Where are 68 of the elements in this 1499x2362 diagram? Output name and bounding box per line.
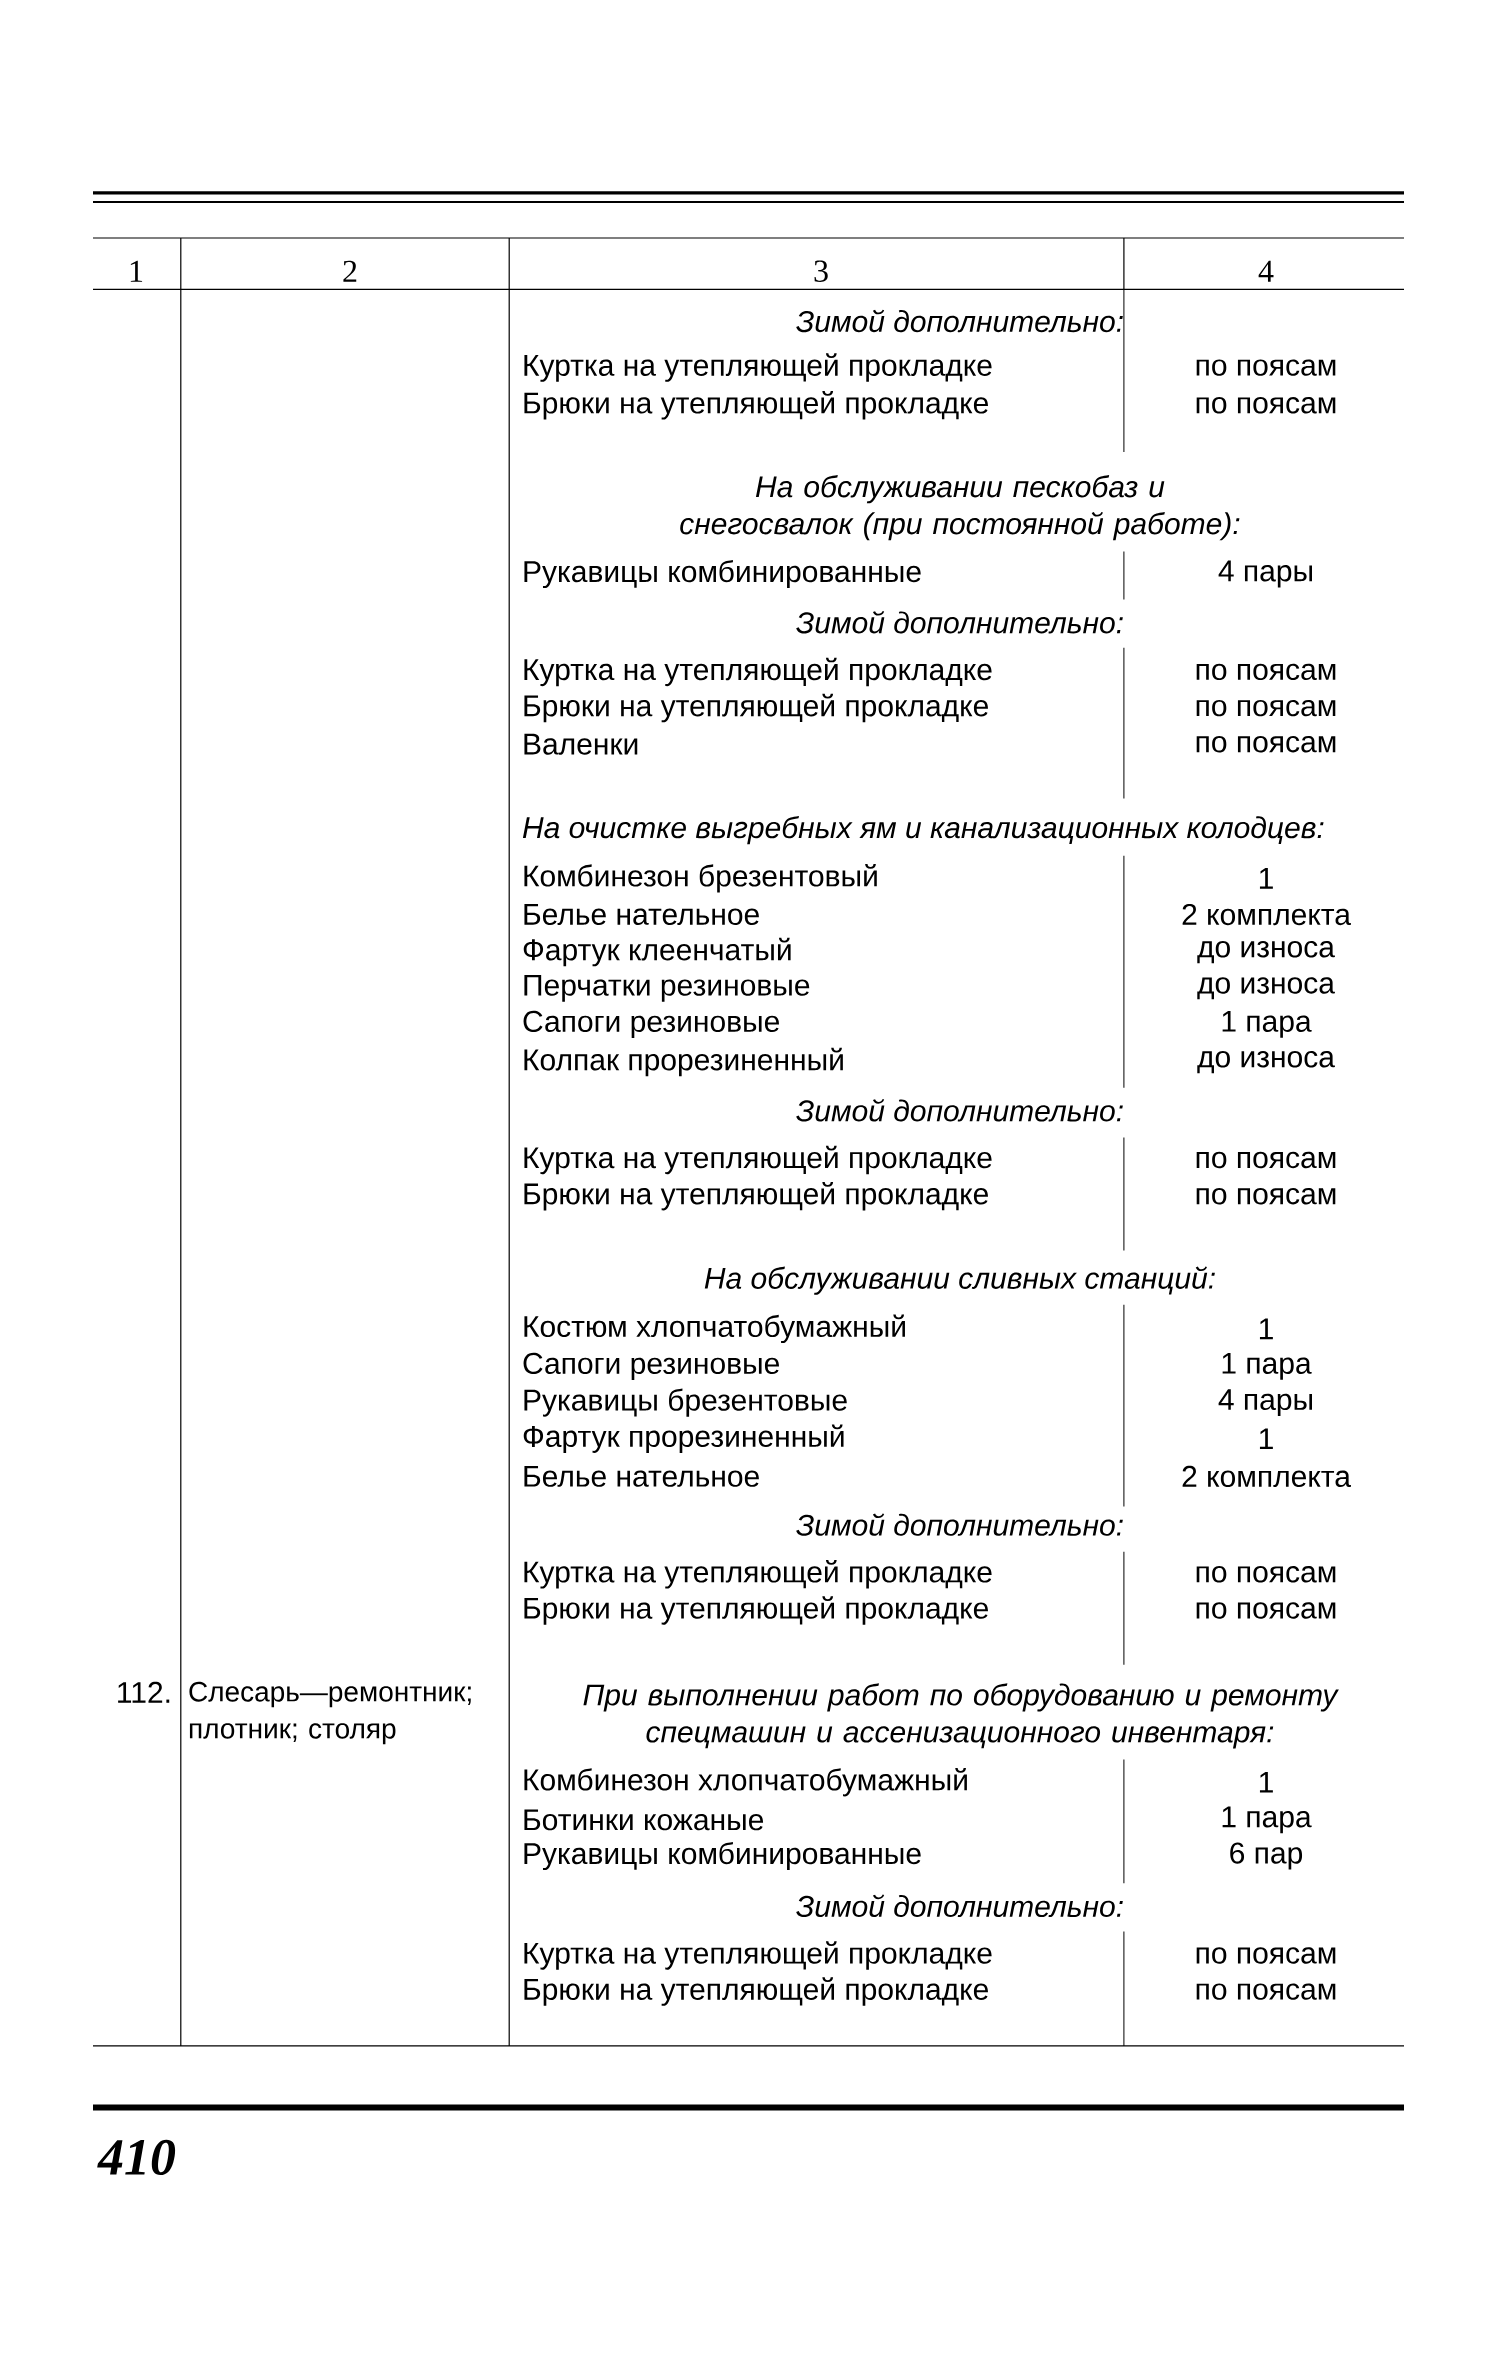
item-quantity: по поясам [1196,1566,1336,1583]
item-quantity: 6 пар [1230,1842,1303,1870]
item-name: Куртка на утепляющей прокладке [524,1560,992,1589]
item-name: Белье нательное [524,904,759,925]
item-name: Фартук клеенчатый [523,937,791,967]
item-name: Костюм хлопчатобумажный [524,1314,905,1344]
column-number: 3 [814,260,828,282]
item-quantity: 2 комплекта [1182,1465,1351,1488]
item-name: Куртка на утепляющей прокладке [524,1941,992,1970]
item-name: Брюки на утепляющей прокладке [524,391,988,420]
item-name: Брюки на утепляющей прокладке [524,1596,988,1625]
item-quantity: до износа [1197,977,1335,1000]
row-number: 112. [118,1681,170,1703]
item-name: Рукавицы комбинированные [524,1841,921,1871]
item-name: Брюки на утепляющей прокладке [524,1977,988,2006]
column-number: 4 [1258,260,1274,282]
section-heading: Зимой дополнительно: [796,309,1123,333]
item-name: Фартук прорезиненный [523,1424,844,1453]
item-quantity: 4 пары [1218,560,1312,588]
item-quantity: по поясам [1196,1947,1336,1964]
item-quantity: 1 [1259,1771,1273,1793]
section-heading: Зимой дополнительно: [796,1099,1123,1122]
item-quantity: 2 комплекта [1182,903,1351,926]
item-quantity: 1 [1259,1318,1273,1340]
item-quantity: до износа [1197,1051,1335,1074]
item-quantity: 1 пара [1222,1353,1312,1380]
section-heading: На обслуживании сливных станций: [704,1266,1215,1295]
item-quantity: по поясам [1196,736,1336,753]
item-name: Сапоги резиновые [523,1010,779,1038]
item-name: Сапоги резиновые [523,1352,779,1380]
item-quantity: по поясам [1196,1602,1336,1619]
item-name: Брюки на утепляющей прокладке [524,1181,988,1211]
item-name: Куртка на утепляющей прокладке [524,657,992,687]
item-name: Колпак прорезиненный [524,1047,843,1077]
item-quantity: по поясам [1196,1188,1336,1205]
section-heading: На очистке выгребных ям и канализационных колодцев: [522,816,1324,845]
section-heading: Зимой дополнительно: [796,1894,1123,1918]
profession-text: Слесарь—ремонтник; плотник; столяр [189,1681,471,1745]
page-number: 410 [97,2139,176,2175]
item-name: Куртка на утепляющей прокладке [524,353,992,382]
section-heading: Зимой дополнительно: [796,1513,1123,1536]
section-heading: При выполнении работ по оборудованию и ремонту спецмашин и ассенизационного инвентаря: [583,1683,1339,1749]
column-number: 2 [343,260,357,282]
item-quantity: 1 пара [1222,1806,1312,1834]
item-name: Куртка на утепляющей прокладке [524,1145,992,1175]
item-quantity: 1 [1259,1428,1273,1450]
item-quantity: по поясам [1196,397,1336,414]
item-name: Перчатки резиновые [524,974,810,1002]
section-heading: На обслуживании пескобаз и снегосвалок (при постоянной работе): [680,475,1240,541]
item-name: Белье нательное [524,1465,759,1487]
item-quantity: до износа [1197,941,1335,964]
item-quantity: 1 [1259,868,1273,889]
item-quantity: 4 пары [1218,1389,1312,1417]
item-name: Рукавицы брезентовые [524,1388,847,1417]
item-quantity: по поясам [1196,359,1336,376]
item-quantity: по поясам [1196,663,1336,681]
item-name: Рукавицы комбинированные [524,559,921,589]
column-number: 1 [130,260,143,282]
item-name: Комбинезон брезентовый [524,864,877,893]
item-name: Валенки [524,733,638,755]
item-name: Ботинки кожаные [524,1809,764,1831]
item-quantity: 1 пара [1222,1011,1312,1038]
item-quantity: по поясам [1196,699,1336,717]
item-name: Брюки на утепляющей прокладке [524,693,988,723]
item-name: Комбинезон хлопчатобумажный [524,1767,967,1797]
section-heading: Зимой дополнительно: [796,611,1123,634]
item-quantity: по поясам [1196,1151,1336,1169]
item-quantity: по поясам [1196,1983,1336,2000]
